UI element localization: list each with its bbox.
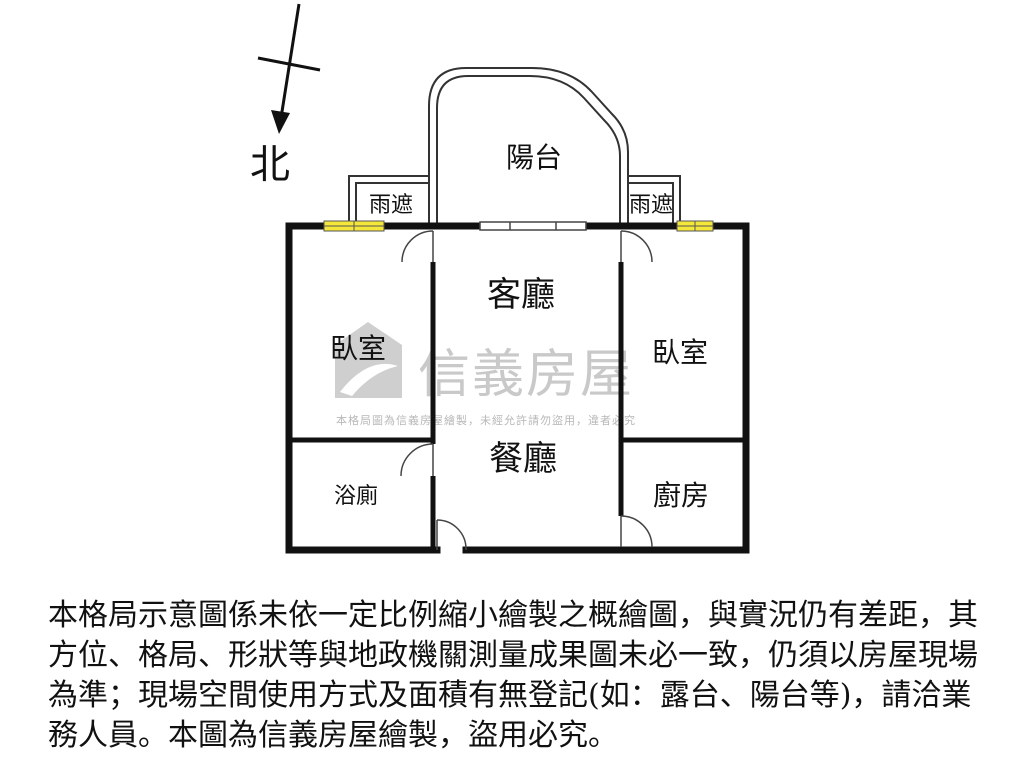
watermark-notice: 本格局圖為信義房屋繪製，未經允許請勿盜用，違者必究 — [336, 413, 636, 427]
room-label-canopy-left: 雨遮 — [369, 193, 413, 218]
room-label-dining-room: 餐廳 — [489, 439, 557, 479]
brand-logo-icon — [335, 322, 402, 398]
sliding-door — [479, 221, 587, 231]
disclaimer-text: 本格局示意圖係未依一定比例縮小繪製之概繪圖，與實況仍有差距，其方位、格局、形狀等… — [48, 598, 978, 753]
room-label-canopy-right: 雨遮 — [629, 193, 673, 218]
north-label: 北 — [250, 142, 290, 188]
window — [323, 220, 714, 232]
room-label-bathroom: 浴廁 — [334, 484, 378, 509]
room-label-bedroom-left: 臥室 — [330, 332, 386, 365]
watermark-brand: 信義房屋 — [418, 345, 634, 405]
room-label-balcony: 陽台 — [506, 141, 562, 174]
room-label-living-room: 客廳 — [487, 275, 555, 315]
door-swing — [400, 230, 653, 551]
interior-walls — [289, 262, 746, 550]
floor-plan: 信義房屋 本格局圖為信義房屋繪製，未經允許請勿盜用，違者必究 北 — [250, 3, 750, 554]
room-label-kitchen: 廚房 — [653, 479, 709, 512]
exterior-walls — [285, 222, 750, 554]
room-label-bedroom-right: 臥室 — [652, 336, 708, 369]
north-arrow-icon — [257, 3, 321, 134]
balcony-outline — [428, 67, 629, 226]
watermark: 信義房屋 本格局圖為信義房屋繪製，未經允許請勿盜用，違者必究 — [335, 322, 636, 427]
